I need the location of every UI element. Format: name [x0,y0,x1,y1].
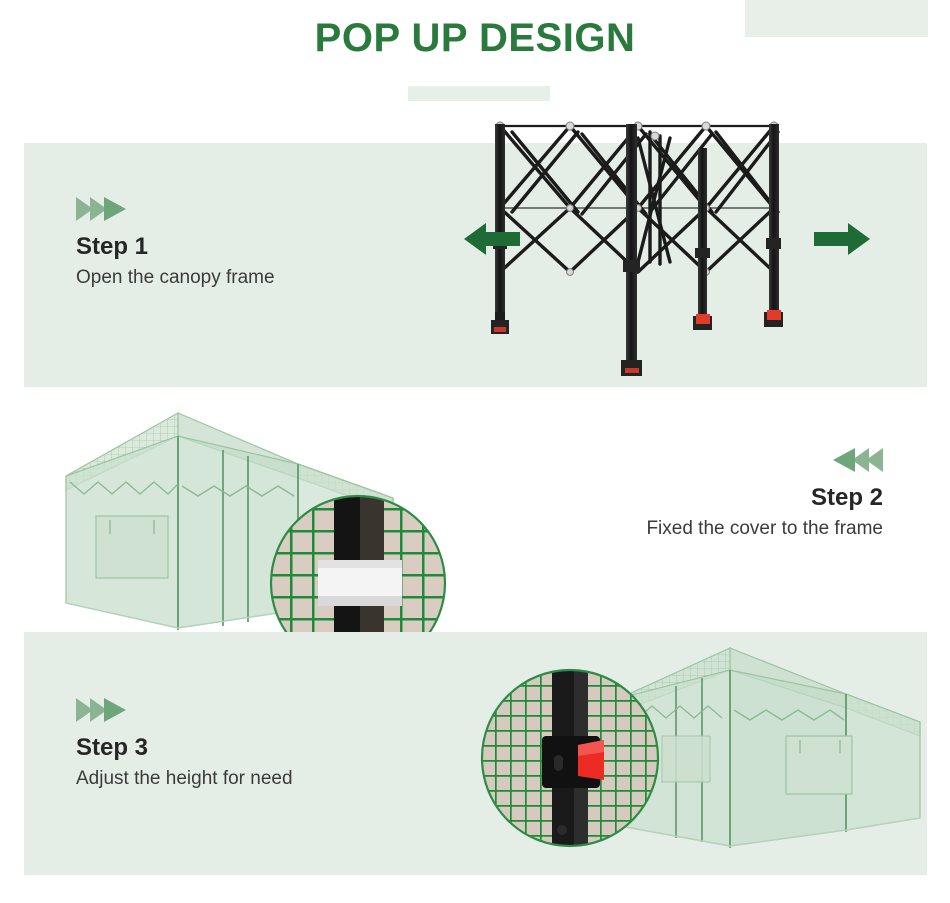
step-title: Step 1 [76,233,149,260]
accent-block-top-right [745,0,928,37]
step-block-2: Step 2 Fixed the cover to the frame [520,447,883,541]
arrow-left-icon [462,218,522,260]
arrow-right-icon [812,218,872,260]
double-chevron-right-icon [76,196,275,222]
step-description: Adjust the height for need [76,768,293,790]
step-block-3: Step 3 Adjust the height for need [76,697,293,791]
step-title: Step 3 [76,734,149,761]
double-chevron-right-icon [76,697,293,723]
accent-block-under-title [408,86,550,101]
canopy-frame-illustration [460,112,880,387]
double-chevron-left-icon [520,447,883,473]
greenhouse-illustration [48,398,448,643]
step-title: Step 2 [810,484,883,511]
page-title: POP UP DESIGN [314,16,636,60]
step-description: Open the canopy frame [76,267,275,289]
greenhouse-illustration-2 [480,640,930,875]
step-block-1: Step 1 Open the canopy frame [76,196,275,290]
step-description: Fixed the cover to the frame [646,518,883,540]
